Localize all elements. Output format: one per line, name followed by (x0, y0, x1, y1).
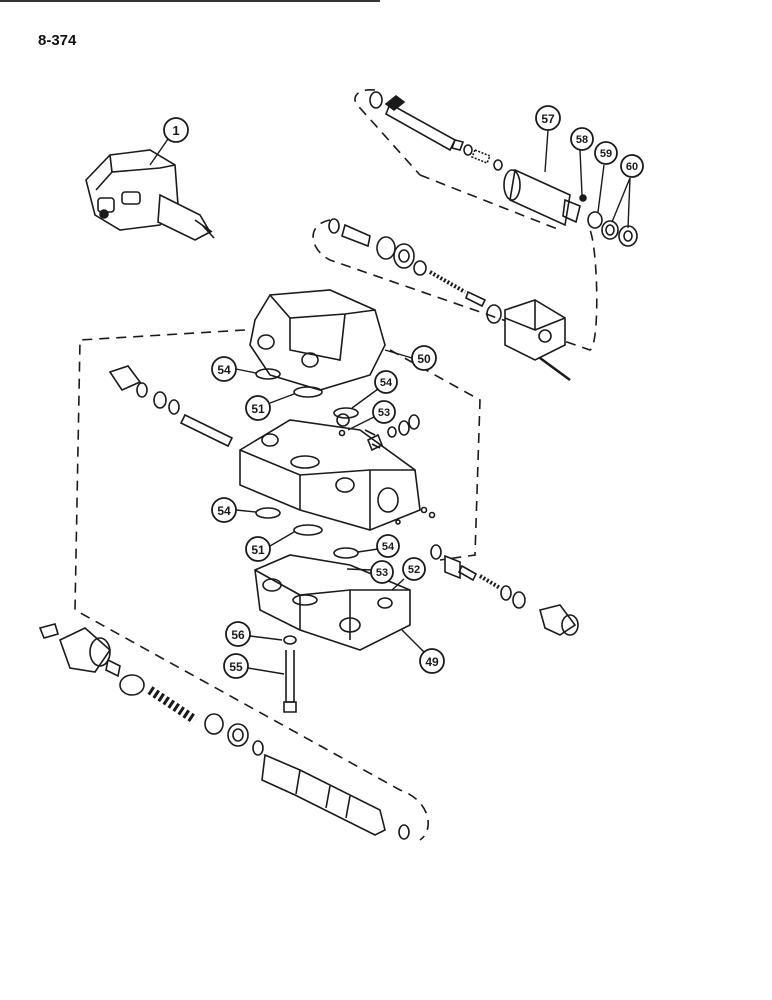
svg-text:54: 54 (217, 363, 231, 377)
svg-text:56: 56 (231, 628, 245, 642)
page-number: 8-374 (38, 32, 77, 49)
svg-text:55: 55 (229, 660, 243, 674)
svg-text:50: 50 (417, 352, 431, 366)
body-side-small-parts (336, 413, 436, 525)
callout-54-c: 54 (211, 497, 237, 523)
top-rule (0, 0, 380, 2)
cover-part-50 (249, 289, 386, 391)
callout-53-b: 53 (370, 560, 394, 584)
callout-59: 59 (594, 141, 618, 165)
o-ring-51a (293, 386, 323, 398)
callout-57: 57 (535, 105, 561, 131)
callout-54-b: 54 (374, 370, 398, 394)
svg-text:53: 53 (378, 407, 390, 419)
svg-text:54: 54 (217, 504, 231, 518)
callout-58: 58 (570, 127, 594, 151)
svg-text:1: 1 (172, 123, 179, 138)
valve-assembly-part-1 (85, 149, 215, 241)
svg-text:57: 57 (541, 112, 555, 126)
right-relief-parts (430, 544, 579, 636)
upper-left-plug-parts (108, 365, 234, 448)
svg-text:54: 54 (382, 541, 395, 553)
o-ring-51b (293, 524, 323, 536)
svg-text:59: 59 (600, 148, 612, 160)
o-ring-54c (255, 507, 281, 519)
leader-lines (149, 129, 631, 675)
svg-text:52: 52 (408, 564, 420, 576)
callout-54-a: 54 (211, 356, 237, 382)
middle-spool-group (312, 218, 598, 382)
callout-54-d: 54 (376, 534, 400, 558)
svg-text:49: 49 (425, 655, 439, 669)
svg-text:51: 51 (251, 402, 265, 416)
o-ring-54b (333, 407, 359, 419)
svg-text:54: 54 (380, 377, 393, 389)
o-ring-54a (255, 368, 281, 380)
callout-55: 55 (223, 653, 249, 679)
svg-text:60: 60 (626, 161, 638, 173)
lower-left-spool-parts (38, 623, 410, 840)
valve-body (239, 419, 421, 531)
callout-53-a: 53 (372, 400, 396, 424)
svg-text:53: 53 (376, 567, 388, 579)
callout-51-a: 51 (245, 395, 271, 421)
callout-1: 1 (163, 117, 189, 143)
callout-49: 49 (419, 648, 445, 674)
lower-dashed-loop (74, 329, 481, 841)
callout-56: 56 (225, 621, 251, 647)
svg-text:51: 51 (251, 543, 265, 557)
plate-part-49 (254, 554, 411, 651)
bolt-part-55 (283, 635, 297, 713)
o-ring-54d (333, 547, 359, 559)
callout-52: 52 (402, 557, 426, 581)
callout-60: 60 (620, 154, 644, 178)
upper-shaft-group (354, 89, 638, 247)
callout-50: 50 (411, 345, 437, 371)
svg-text:58: 58 (576, 134, 588, 146)
callout-51-b: 51 (245, 536, 271, 562)
